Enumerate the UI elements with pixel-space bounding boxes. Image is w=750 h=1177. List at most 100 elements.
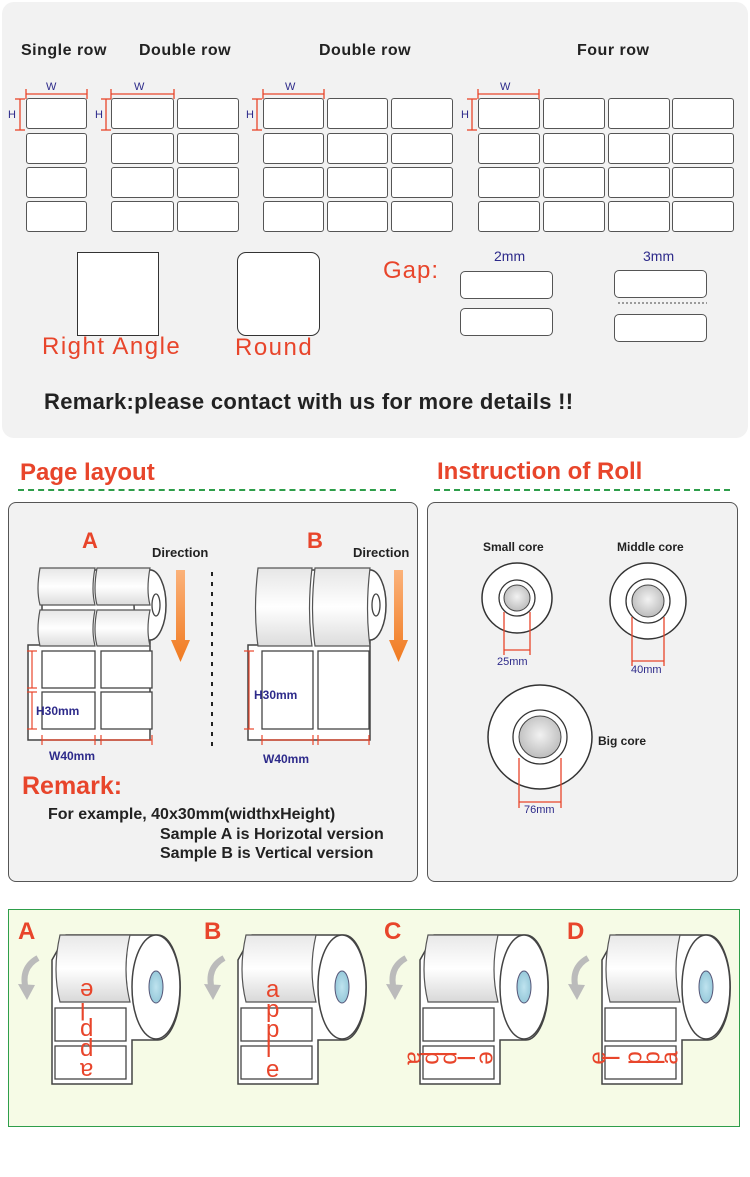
divider-right bbox=[434, 489, 730, 491]
label-cell bbox=[672, 98, 734, 129]
label-cell bbox=[543, 167, 605, 198]
gap-label-cell bbox=[460, 271, 553, 299]
gap-label: Gap: bbox=[383, 257, 440, 284]
label-cell bbox=[391, 98, 453, 129]
orientation-letter: e bbox=[80, 977, 94, 1004]
dim-w-2: W bbox=[134, 81, 145, 93]
label-cell bbox=[111, 133, 174, 164]
label-cell bbox=[177, 98, 239, 129]
label-cell bbox=[543, 98, 605, 129]
right-angle-shape bbox=[77, 252, 159, 336]
label-cell bbox=[478, 98, 540, 129]
width-a-label: W40mm bbox=[49, 749, 96, 763]
label-cell bbox=[391, 167, 453, 198]
label-cell bbox=[26, 201, 87, 232]
label-cell bbox=[177, 133, 239, 164]
label-cell bbox=[672, 133, 734, 164]
roll-a-illustration bbox=[27, 567, 167, 745]
label-cell bbox=[478, 167, 540, 198]
orientation-label-c: C bbox=[384, 918, 402, 945]
gap-3mm: 3mm bbox=[643, 248, 675, 264]
label-cell bbox=[543, 201, 605, 232]
orientation-label-a: A bbox=[18, 918, 36, 945]
height-a-label: H30mm bbox=[36, 704, 80, 718]
orientation-letter: e bbox=[266, 1056, 280, 1083]
label-cell bbox=[327, 98, 388, 129]
label-cell bbox=[391, 133, 453, 164]
sample-a-label: A bbox=[82, 528, 98, 553]
label-cell bbox=[263, 167, 324, 198]
small-core-size: 25mm bbox=[497, 656, 528, 668]
big-core-label: Big core bbox=[598, 734, 647, 748]
small-core-label: Small core bbox=[483, 540, 544, 554]
label-cell bbox=[478, 201, 540, 232]
gap-label-cell bbox=[614, 314, 707, 342]
label-cell bbox=[608, 167, 670, 198]
layout-remark-title: Remark: bbox=[22, 772, 123, 800]
direction-arrow-b bbox=[389, 570, 408, 662]
dim-w-4: W bbox=[500, 81, 511, 93]
layout-remark-line3: Sample B is Vertical version bbox=[160, 845, 374, 862]
orientation-roll bbox=[386, 934, 549, 1085]
label-cell bbox=[478, 133, 540, 164]
orientation-letter: p bbox=[266, 1016, 280, 1043]
label-cell bbox=[608, 201, 670, 232]
page-layout-title: Page layout bbox=[20, 459, 155, 486]
label-cell bbox=[111, 167, 174, 198]
label-cell bbox=[111, 201, 174, 232]
round-shape bbox=[237, 252, 320, 336]
label-cell bbox=[263, 98, 324, 129]
round-label: Round bbox=[235, 334, 314, 361]
layout-remark-line2: Sample A is Horizotal version bbox=[160, 826, 384, 843]
orientation-roll bbox=[204, 934, 367, 1085]
orientation-letter: p bbox=[266, 996, 280, 1023]
orientation-letter: p bbox=[620, 1051, 648, 1065]
label-cell bbox=[672, 167, 734, 198]
top-remark: Remark:please contact with us for more d… bbox=[44, 389, 574, 414]
label-cell bbox=[543, 133, 605, 164]
label-cell bbox=[26, 98, 87, 129]
right-angle-label: Right Angle bbox=[42, 333, 182, 360]
dimension-markers bbox=[15, 89, 707, 304]
label-cell bbox=[177, 167, 239, 198]
label-cell bbox=[111, 98, 174, 129]
header-double-row-2: Double row bbox=[319, 42, 412, 59]
gap-label-cell bbox=[614, 270, 707, 298]
divider-left bbox=[18, 489, 396, 491]
header-single-row: Single row bbox=[21, 42, 107, 59]
gap-label-cell bbox=[460, 308, 553, 336]
label-cell bbox=[263, 133, 324, 164]
roll-core-panel bbox=[427, 502, 738, 882]
label-cell bbox=[327, 201, 388, 232]
header-double-row: Double row bbox=[139, 42, 232, 59]
sample-b-label: B bbox=[307, 528, 323, 553]
width-b-label: W40mm bbox=[263, 752, 310, 766]
dim-h-3: H bbox=[246, 109, 254, 121]
roll-b-illustration bbox=[244, 567, 387, 745]
dim-w-1: W bbox=[46, 81, 57, 93]
orientation-letter: e bbox=[584, 1051, 612, 1065]
direction-arrow-a bbox=[171, 570, 190, 662]
dim-h-1: H bbox=[8, 109, 16, 121]
layout-remark-line1: For example, 40x30mm(widthxHeight) bbox=[48, 806, 336, 823]
height-b-label: H30mm bbox=[254, 688, 298, 702]
orientation-letter: e bbox=[473, 1051, 501, 1065]
label-cell bbox=[391, 201, 453, 232]
instruction-roll-title: Instruction of Roll bbox=[437, 458, 643, 485]
label-cell bbox=[177, 201, 239, 232]
label-cell bbox=[672, 201, 734, 232]
middle-core-size: 40mm bbox=[631, 664, 662, 676]
label-cell bbox=[26, 167, 87, 198]
orientation-letter: a bbox=[266, 976, 280, 1003]
dim-h-4: H bbox=[461, 109, 469, 121]
orientation-label-b: B bbox=[204, 918, 222, 945]
label-cell bbox=[327, 133, 388, 164]
gap-2mm: 2mm bbox=[494, 248, 526, 264]
orientation-roll bbox=[18, 934, 181, 1085]
label-cell bbox=[327, 167, 388, 198]
label-cell bbox=[263, 201, 324, 232]
dim-w-3: W bbox=[285, 81, 296, 93]
